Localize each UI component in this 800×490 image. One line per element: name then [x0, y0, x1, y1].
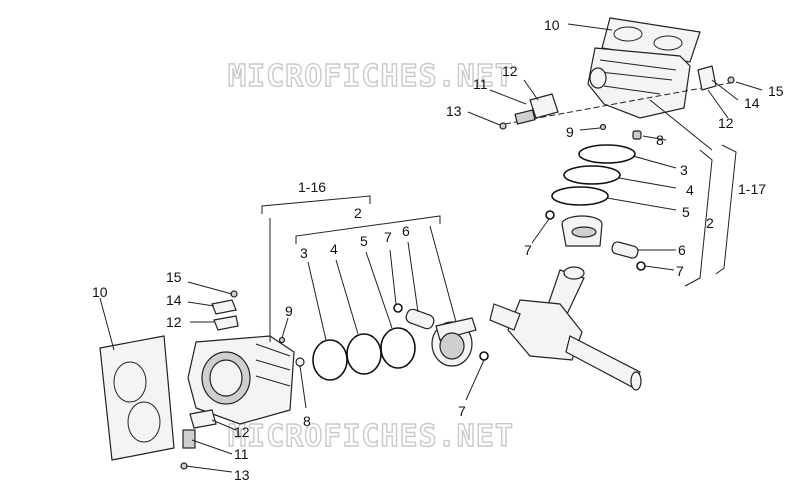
- tensioner-top: [499, 93, 559, 130]
- leader-lines-right: [467, 23, 763, 271]
- piston-right: [561, 215, 603, 247]
- dowel-8-left: [295, 357, 305, 367]
- ring-3-right: [578, 144, 636, 164]
- label-3-left: 3: [300, 245, 308, 261]
- clip-7-left-b: [479, 351, 489, 361]
- pin-9-left: [278, 336, 286, 344]
- label-13-left: 13: [234, 467, 250, 483]
- label-6-left: 6: [402, 223, 410, 239]
- label-7b-left: 7: [458, 403, 466, 419]
- head-gasket-left: [99, 335, 175, 461]
- watermark-top: MICROFICHES.NET: [228, 59, 514, 94]
- clip-7-right-a: [545, 210, 555, 220]
- tensioner-left: [180, 409, 217, 470]
- label-10-left: 10: [92, 284, 108, 300]
- bracket-2-left: [295, 215, 441, 244]
- label-12b-left: 12: [234, 424, 250, 440]
- ring-4-left: [346, 333, 382, 375]
- label-7-left: 7: [384, 229, 392, 245]
- gasket-12-left: [213, 315, 239, 331]
- gasket-right-top: [697, 65, 735, 91]
- clip-7-left-a: [393, 303, 403, 313]
- label-14-left: 14: [166, 292, 182, 308]
- label-8-left: 8: [303, 413, 311, 429]
- bracket-1-16: [261, 195, 371, 214]
- label-12b-top: 12: [718, 115, 734, 131]
- label-7-right-b: 7: [676, 263, 684, 279]
- label-3-right: 3: [680, 162, 688, 178]
- ring-5-left: [380, 327, 416, 369]
- label-9-left: 9: [285, 303, 293, 319]
- gasket-14-left: [211, 299, 237, 315]
- label-15-left: 15: [166, 269, 182, 285]
- label-10-top: 10: [544, 17, 560, 33]
- clip-7-right-b: [636, 261, 646, 271]
- label-7-right-a: 7: [524, 242, 532, 258]
- ring-5-right: [551, 186, 609, 206]
- label-14-top: 14: [744, 95, 760, 111]
- label-2-right: 2: [706, 215, 714, 231]
- cylinder-block-top: [587, 47, 691, 119]
- label-5-right: 5: [682, 204, 690, 220]
- label-2-left: 2: [354, 205, 362, 221]
- ring-4-right: [563, 165, 621, 185]
- axis-line-top: [504, 81, 736, 125]
- cylinder-block-left: [187, 335, 295, 425]
- label-4-right: 4: [686, 182, 694, 198]
- label-1-17: 1-17: [738, 181, 766, 197]
- watermark-bottom: MICROFICHES.NET: [228, 419, 514, 454]
- dowel-8-top: [632, 130, 642, 140]
- label-12-left: 12: [166, 314, 182, 330]
- label-11-left: 11: [234, 446, 249, 462]
- label-1-16: 1-16: [298, 179, 326, 195]
- bracket-1-17: [715, 144, 737, 275]
- label-11-top: 11: [473, 76, 488, 92]
- piston-left: [431, 317, 477, 367]
- label-9-top: 9: [566, 124, 574, 140]
- label-12-top: 12: [502, 63, 518, 79]
- label-8-top: 8: [656, 132, 664, 148]
- pin-6-right: [611, 241, 639, 259]
- ring-3-left: [312, 339, 348, 381]
- label-4-left: 4: [330, 241, 338, 257]
- label-6-right: 6: [678, 242, 686, 258]
- label-13-top: 13: [446, 103, 462, 119]
- label-5-left: 5: [360, 233, 368, 249]
- pin-9-top: [599, 123, 607, 131]
- crankshaft: [489, 266, 642, 391]
- bracket-2-right: [684, 149, 713, 287]
- leader-lines-left: [99, 218, 485, 473]
- label-15-top: 15: [768, 83, 784, 99]
- pin-6-left: [405, 308, 435, 330]
